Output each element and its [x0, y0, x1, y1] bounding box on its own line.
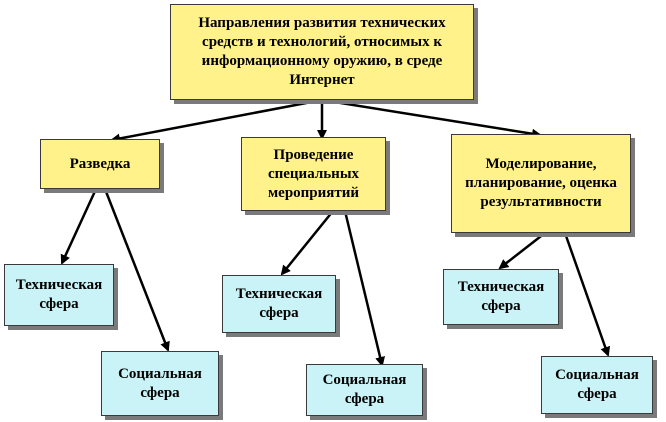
arrow-branch-3-to-leaf-5: [498, 232, 546, 270]
branch-node-reconnaissance: Разведка: [40, 139, 160, 189]
arrow-branch-1-to-leaf-2: [103, 188, 170, 352]
branch-node-special-measures: Проведение специальных мероприятий: [241, 137, 386, 211]
leaf-node-technical-1: Техническая сфера: [4, 264, 114, 326]
arrow-root-to-branch-3: [321, 98, 542, 139]
arrow-branch-1-to-leaf-1: [60, 188, 98, 265]
leaf-node-social-3: Социальная сфера: [541, 356, 653, 414]
arrow-branch-2-to-leaf-3: [280, 210, 334, 276]
arrow-branch-3-to-leaf-6: [563, 232, 611, 357]
arrow-root-to-branch-1: [110, 98, 323, 144]
leaf-node-social-1: Социальная сфера: [101, 351, 219, 416]
root-node: Направления развития технических средств…: [170, 4, 474, 100]
leaf-node-technical-3: Техническая сфера: [443, 269, 559, 325]
leaf-node-social-2: Социальная сфера: [306, 364, 423, 416]
branch-node-modeling: Моделирование, планирование, оценка резу…: [451, 134, 631, 233]
arrow-branch-2-to-leaf-4: [343, 210, 385, 367]
leaf-node-technical-2: Техническая сфера: [222, 275, 336, 333]
